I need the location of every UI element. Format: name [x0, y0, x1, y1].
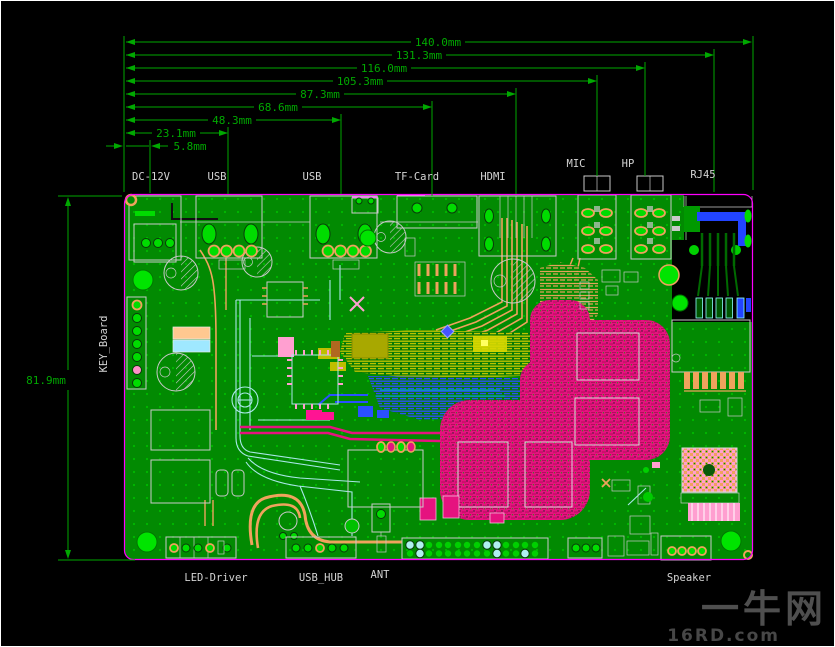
mic-hp-housings	[583, 175, 664, 192]
dim-label: 81.9mm	[26, 374, 66, 387]
dim-label: 131.3mm	[396, 49, 443, 62]
below-rj45-area	[671, 319, 751, 521]
dimension-68mm: 68.6mm	[126, 101, 433, 196]
pin-header	[401, 537, 549, 560]
label-speaker: Speaker	[667, 572, 711, 584]
led-driver-connector	[165, 536, 237, 559]
watermark: 一牛网 16RD.com	[667, 587, 827, 646]
label-usb1: USB	[208, 171, 227, 183]
component-cluster-bl	[278, 511, 298, 540]
label-led-driver: LED-Driver	[184, 572, 247, 584]
dim-label: 105.3mm	[337, 75, 384, 88]
connector-labels-top: DC-12V USB USB TF-Card HDMI MIC HP RJ45	[132, 158, 716, 183]
dimension-81mm: 81.9mm	[26, 195, 135, 561]
dim-label: 140.0mm	[415, 36, 462, 49]
vias-and-holes	[124, 193, 753, 560]
dimension-131mm: 131.3mm	[126, 49, 715, 192]
chip-footprint	[524, 441, 573, 508]
usb-hub-connector	[285, 536, 357, 559]
dimension-48mm: 48.3mm	[126, 114, 342, 194]
watermark-site: 16RD.com	[667, 626, 780, 646]
ant-component	[371, 503, 391, 553]
signal-traces-cyan	[231, 265, 647, 537]
watermark-brand: 一牛网	[701, 587, 827, 631]
misc-bottom-right	[607, 467, 659, 557]
small-top-component	[351, 196, 379, 214]
dim-label: 23.1mm	[156, 127, 196, 140]
rj45-bottom-pads	[695, 297, 751, 319]
connector-labels-side: KEY_Board	[98, 316, 110, 373]
signal-region-olive	[318, 324, 545, 380]
hdmi-connector	[478, 195, 557, 257]
hp-connector	[630, 194, 672, 260]
label-dc12v: DC-12V	[132, 171, 171, 183]
board-outline	[123, 193, 754, 561]
tf-card-connector	[396, 194, 478, 297]
dim-label: 87.3mm	[300, 88, 340, 101]
label-usb2: USB	[303, 171, 322, 183]
tf-pin-field	[414, 261, 466, 297]
chip-footprint	[574, 397, 640, 446]
keyboard-connector	[126, 296, 147, 390]
orange-finger-pads	[684, 372, 746, 392]
label-usb-hub: USB_HUB	[299, 572, 343, 584]
dimension-23mm: 23.1mm	[126, 127, 229, 194]
dimension-116mm: 116.0mm	[126, 62, 646, 176]
mic-connector	[577, 194, 617, 260]
dimension-105mm: 105.3mm	[126, 75, 598, 176]
footprint-pads-row	[376, 441, 416, 453]
pcb-board	[123, 175, 754, 561]
dimension-5mm: 5.8mm	[106, 140, 207, 193]
dimension-87mm: 87.3mm	[126, 88, 517, 194]
dim-label: 48.3mm	[212, 114, 252, 127]
dim-label: 116.0mm	[361, 62, 408, 75]
small-connector-mid	[567, 537, 603, 559]
label-mic: MIC	[567, 158, 586, 170]
label-tfcard: TF-Card	[395, 171, 439, 183]
dim-label: 5.8mm	[173, 140, 206, 153]
label-keyboard: KEY_Board	[98, 316, 110, 373]
pink-comb-footprint	[688, 503, 740, 521]
dimension-annotations: 140.0mm 131.3mm 116.0mm 105.3mm	[26, 36, 754, 561]
label-hdmi: HDMI	[480, 171, 505, 183]
rj45-connector	[672, 196, 753, 319]
label-rj45: RJ45	[690, 169, 715, 181]
ic-outlines	[150, 203, 743, 508]
dc-jack-connector	[128, 195, 182, 263]
chip-footprint	[457, 441, 509, 508]
connector-labels-bottom: LED-Driver USB_HUB ANT Speaker	[184, 569, 711, 584]
label-hp: HP	[622, 158, 635, 170]
chip-footprint	[576, 332, 640, 381]
dimension-140mm: 140.0mm	[126, 36, 754, 190]
usb1-connector	[195, 195, 263, 270]
label-ant: ANT	[371, 569, 391, 581]
dim-label: 68.6mm	[258, 101, 298, 114]
signal-region-pink	[240, 296, 670, 524]
